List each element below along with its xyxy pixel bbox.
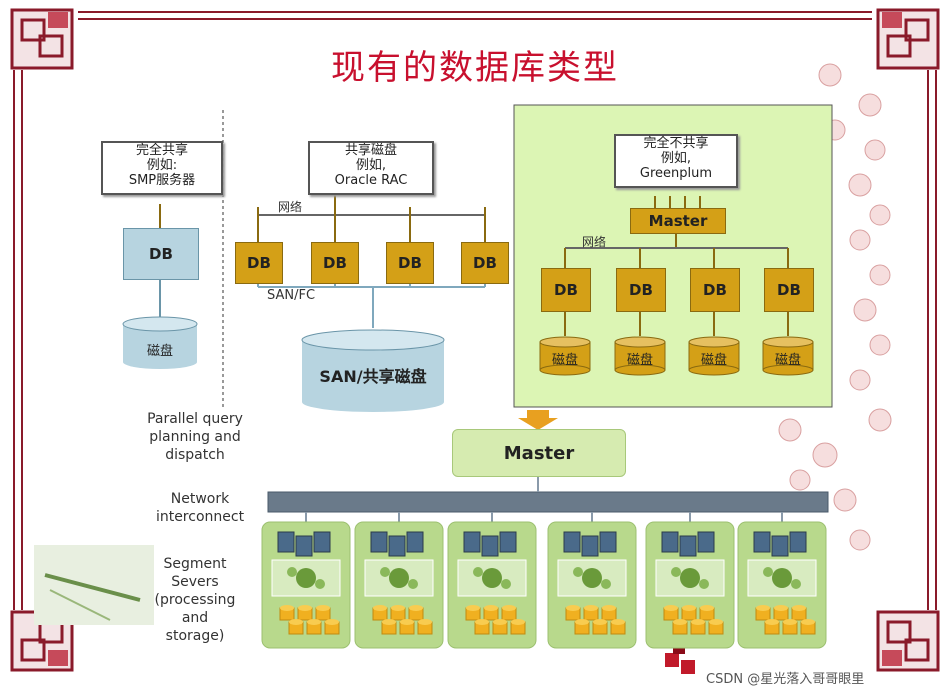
rac-label-box: 共享磁盘 例如, Oracle RAC <box>308 141 434 195</box>
segment-line5: storage) <box>165 628 225 644</box>
gp-disk-shapes <box>539 336 814 376</box>
segment-servers <box>261 512 827 649</box>
flower-decoration <box>778 63 892 551</box>
segment-server <box>261 512 351 649</box>
network-interconnect-label: Network interconnect <box>130 490 270 526</box>
red-block-decoration <box>665 644 695 674</box>
csdn-watermark: CSDN @星光落入哥哥眼里 <box>706 672 865 687</box>
page-title: 现有的数据库类型 <box>331 48 619 88</box>
rac-line3: Oracle RAC <box>334 173 408 188</box>
rac-db-1: DB <box>235 242 283 284</box>
smp-label-box: 完全共享 例如: SMP服务器 <box>101 141 223 195</box>
gp-disk-1: 磁盘 <box>551 353 578 368</box>
pen-decoration <box>34 545 154 625</box>
corner-ornament-top-left <box>10 8 74 70</box>
san-disk-label: SAN/共享磁盘 <box>319 367 427 386</box>
smp-line1: 完全共享 <box>135 143 188 158</box>
san-disk-shape <box>301 329 445 412</box>
corner-ornament-top-right <box>876 8 940 70</box>
smp-line3: SMP服务器 <box>128 173 196 188</box>
segment-server <box>354 512 444 649</box>
segment-server <box>547 512 637 649</box>
smp-db: DB <box>123 228 199 280</box>
smp-disk-shape <box>122 316 198 369</box>
arch-master: Master <box>452 429 626 477</box>
segment-server <box>447 512 537 649</box>
gp-line1: 完全不共享 <box>643 136 709 151</box>
gp-connectors <box>564 196 789 336</box>
segment-servers-label: Segment Severs (processing and storage) <box>135 555 255 645</box>
corner-ornament-bottom-right <box>876 610 940 672</box>
parallel-query-label: Parallel query planning and dispatch <box>130 410 260 464</box>
gp-db-1: DB <box>541 268 591 312</box>
gp-master: Master <box>630 208 726 234</box>
rac-line1: 共享磁盘 <box>344 143 397 158</box>
rac-db-4: DB <box>461 242 509 284</box>
segment-line4: and <box>181 610 209 626</box>
frame-border <box>13 11 937 610</box>
parallel-line1: Parallel query <box>147 411 243 427</box>
san-fc-label: SAN/FC <box>267 288 316 303</box>
rac-db-3: DB <box>386 242 434 284</box>
segment-server <box>645 512 735 649</box>
network-line1: Network <box>170 491 230 507</box>
rac-db-2: DB <box>311 242 359 284</box>
rac-network-label: 网络 <box>278 200 303 214</box>
segment-server <box>737 512 827 649</box>
gp-db-4: DB <box>764 268 814 312</box>
parallel-line2: planning and <box>149 429 241 445</box>
gp-label-box: 完全不共享 例如, Greenplum <box>614 134 738 188</box>
gp-disk-4: 磁盘 <box>774 353 801 368</box>
rac-line2: 例如, <box>355 158 387 173</box>
network-line2: interconnect <box>155 509 245 525</box>
smp-disk-label: 磁盘 <box>146 344 173 359</box>
interconnect-bar <box>267 491 829 513</box>
segment-line3: (processing <box>154 592 236 608</box>
gp-disk-3: 磁盘 <box>700 353 727 368</box>
gp-db-3: DB <box>690 268 740 312</box>
gp-network-label: 网络 <box>582 235 607 249</box>
arrow-down-icon <box>518 410 558 430</box>
parallel-line3: dispatch <box>165 447 225 463</box>
gp-line3: Greenplum <box>639 166 713 181</box>
gp-line2: 例如, <box>660 151 692 166</box>
segment-line1: Segment <box>163 556 227 572</box>
smp-line2: 例如: <box>146 158 178 173</box>
segment-line2: Severs <box>171 574 219 590</box>
gp-db-2: DB <box>616 268 666 312</box>
gp-disk-2: 磁盘 <box>626 353 653 368</box>
